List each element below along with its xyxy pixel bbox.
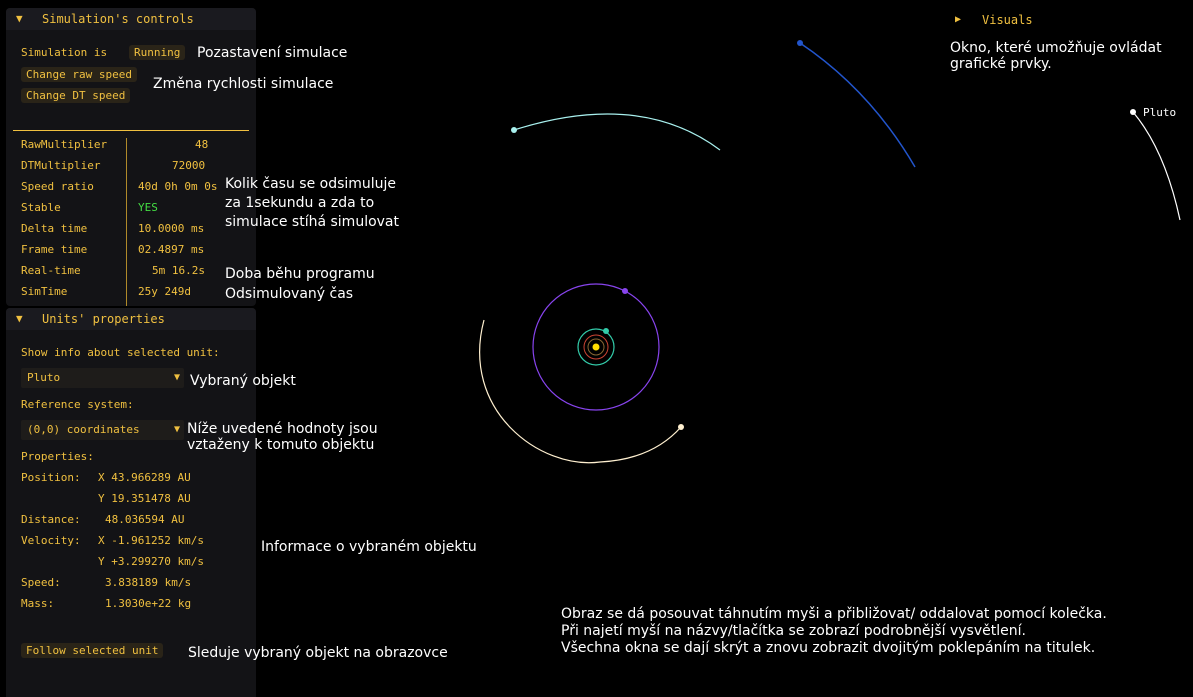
stat-value: 02.4897 ms bbox=[138, 243, 205, 256]
pluto-orbit bbox=[1132, 111, 1181, 221]
chevron-down-icon: ▼ bbox=[173, 424, 180, 435]
mars-orbit bbox=[577, 328, 615, 366]
annotation-help: Obraz se dá posouvat táhnutím myši a při… bbox=[561, 606, 1107, 656]
annotation-follow: Sleduje vybraný objekt na obrazovce bbox=[188, 645, 448, 661]
stat-value: 48 bbox=[195, 138, 209, 151]
reference-system-label: Reference system: bbox=[21, 398, 134, 411]
simulation-state-label: Simulation is bbox=[21, 46, 108, 59]
uranus-orbit bbox=[513, 113, 721, 151]
pluto-body bbox=[1130, 109, 1136, 115]
stat-label: RawMultiplier bbox=[21, 138, 108, 151]
visuals-title: Visuals bbox=[982, 13, 1033, 27]
annotation-runtime: Doba běhu programu bbox=[225, 266, 375, 282]
jupiter-body bbox=[622, 288, 628, 294]
stat-label: Delta time bbox=[21, 222, 88, 235]
uranus-body bbox=[511, 127, 517, 133]
units-properties-title: Units' properties bbox=[42, 312, 165, 326]
reference-system-select[interactable]: (0,0) coordinates ▼ bbox=[21, 420, 184, 440]
position-x-value: X 43.966289 AU bbox=[98, 471, 191, 484]
simulation-controls-title: Simulation's controls bbox=[42, 12, 194, 26]
simulation-controls-titlebar[interactable]: ▼ Simulation's controls bbox=[6, 8, 256, 30]
expand-triangle-icon[interactable]: ▶ bbox=[955, 14, 962, 25]
simulation-state-button[interactable]: Running bbox=[129, 45, 186, 60]
mars-body bbox=[603, 328, 609, 334]
speed-value: 3.838189 km/s bbox=[105, 576, 192, 589]
saturn-body bbox=[678, 424, 684, 430]
stat-label: DTMultiplier bbox=[21, 159, 101, 172]
stat-label: Frame time bbox=[21, 243, 88, 256]
jupiter-orbit bbox=[532, 283, 660, 411]
annotation-visuals: Okno, které umožňuje ovládat grafické pr… bbox=[950, 40, 1162, 72]
stat-value: 25y 249d bbox=[138, 285, 191, 298]
venus-orbit bbox=[587, 338, 605, 356]
annotation-selected: Vybraný objekt bbox=[190, 373, 296, 389]
distance-label: Distance: bbox=[21, 513, 81, 526]
annotation-speed-ratio: Kolik času se odsimuluje za 1sekundu a z… bbox=[225, 176, 400, 230]
stat-value: 40d 0h 0m 0s bbox=[138, 180, 218, 193]
follow-selected-unit-button[interactable]: Follow selected unit bbox=[21, 643, 164, 658]
sun-body bbox=[592, 343, 600, 351]
stat-value: 72000 bbox=[172, 159, 206, 172]
stats-column-divider bbox=[126, 138, 127, 306]
velocity-x-value: X -1.961252 km/s bbox=[98, 534, 204, 547]
unit-select[interactable]: Pluto ▼ bbox=[21, 368, 184, 388]
show-info-label: Show info about selected unit: bbox=[21, 346, 220, 359]
position-label: Position: bbox=[21, 471, 81, 484]
position-y-value: Y 19.351478 AU bbox=[98, 492, 191, 505]
reference-system-value: (0,0) coordinates bbox=[27, 423, 140, 436]
neptune-body bbox=[797, 40, 803, 46]
saturn-orbit bbox=[479, 319, 682, 464]
annotation-info: Informace o vybraném objektu bbox=[261, 539, 477, 555]
stat-value: 10.0000 ms bbox=[138, 222, 205, 235]
stats-divider bbox=[13, 130, 249, 131]
stat-label: Stable bbox=[21, 201, 61, 214]
change-dt-speed-button[interactable]: Change DT speed bbox=[21, 88, 131, 103]
annotation-simtime: Odsimulovaný čas bbox=[225, 286, 354, 302]
stat-label: Speed ratio bbox=[21, 180, 94, 193]
earth-orbit bbox=[583, 334, 609, 360]
annotation-speed-change: Změna rychlosti simulace bbox=[153, 76, 334, 92]
annotation-pause: Pozastavení simulace bbox=[197, 45, 348, 61]
stat-value: YES bbox=[138, 201, 158, 214]
change-raw-speed-button[interactable]: Change raw speed bbox=[21, 67, 137, 82]
stat-label: SimTime bbox=[21, 285, 68, 298]
distance-value: 48.036594 AU bbox=[105, 513, 185, 526]
stat-value: 5m 16.2s bbox=[152, 264, 205, 277]
mass-label: Mass: bbox=[21, 597, 55, 610]
units-properties-panel: ▼ Units' properties Show info about sele… bbox=[6, 308, 256, 697]
velocity-y-value: Y +3.299270 km/s bbox=[98, 555, 204, 568]
properties-label: Properties: bbox=[21, 450, 94, 463]
simulation-controls-panel: ▼ Simulation's controls Simulation is Ru… bbox=[6, 8, 256, 306]
chevron-down-icon: ▼ bbox=[173, 372, 180, 383]
pluto-label: Pluto bbox=[1143, 106, 1176, 119]
collapse-triangle-icon[interactable]: ▼ bbox=[16, 12, 23, 25]
collapse-triangle-icon[interactable]: ▼ bbox=[16, 312, 23, 325]
units-properties-titlebar[interactable]: ▼ Units' properties bbox=[6, 308, 256, 330]
neptune-orbit bbox=[799, 42, 916, 168]
unit-select-value: Pluto bbox=[27, 371, 61, 384]
mass-value: 1.3030e+22 kg bbox=[105, 597, 192, 610]
velocity-label: Velocity: bbox=[21, 534, 81, 547]
visuals-titlebar[interactable]: ▶ Visuals bbox=[946, 10, 1146, 30]
speed-label: Speed: bbox=[21, 576, 61, 589]
stat-label: Real-time bbox=[21, 264, 81, 277]
annotation-reference: Níže uvedené hodnoty jsou vztaženy k tom… bbox=[187, 421, 378, 453]
